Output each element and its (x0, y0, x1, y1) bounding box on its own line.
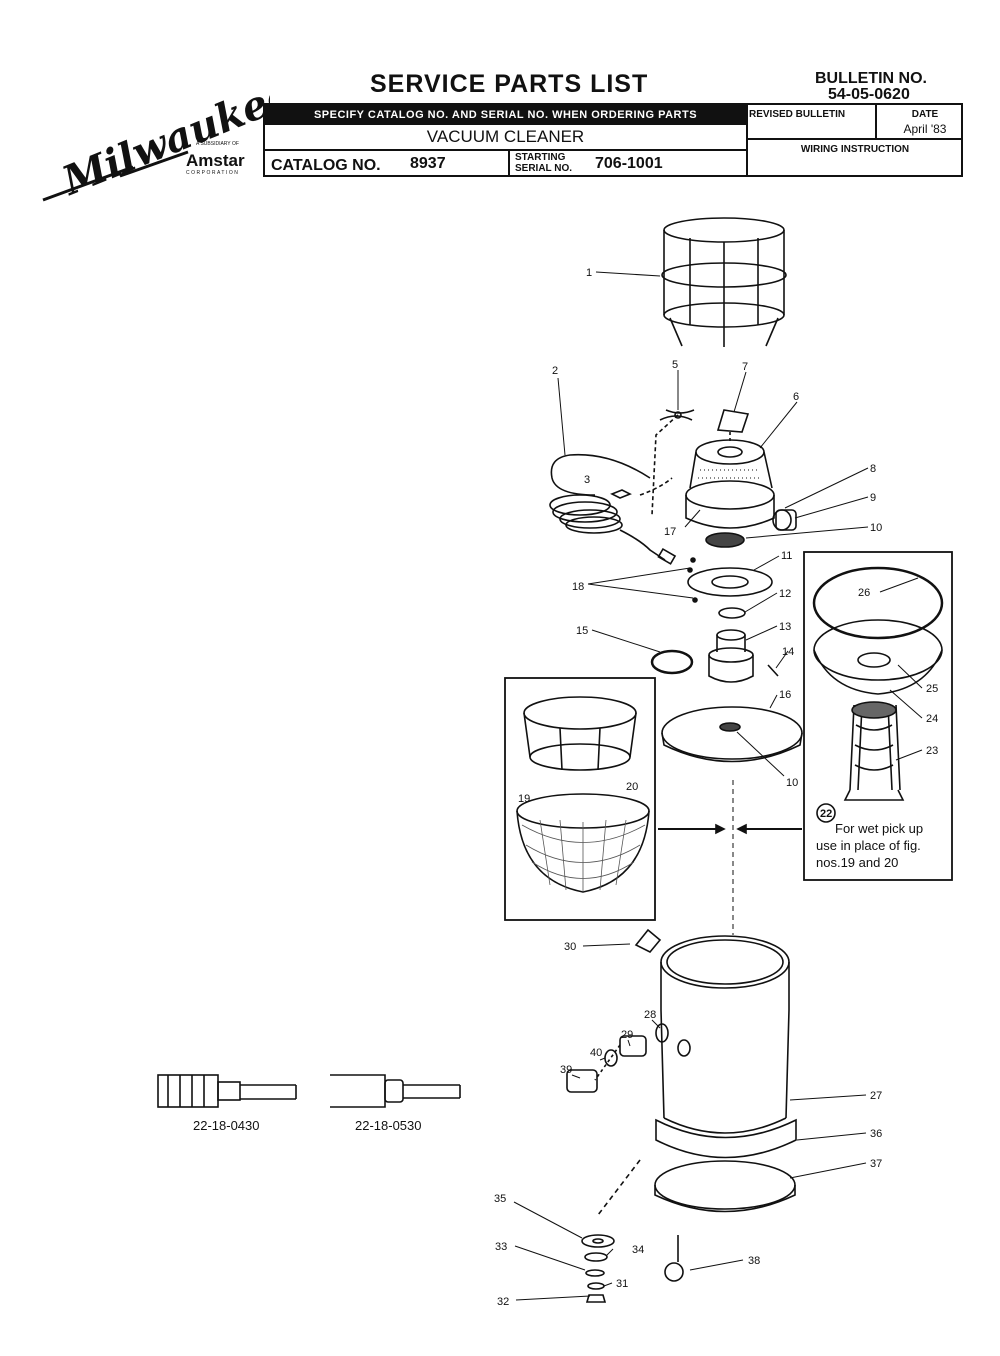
catalog-number: 8937 (410, 155, 446, 172)
motor-screw-part (767, 664, 779, 677)
wire-guard-part (661, 217, 787, 347)
callout: 10 (870, 522, 882, 534)
callout: 23 (926, 745, 938, 757)
tank-lid-part (661, 706, 803, 763)
motor-part (708, 629, 754, 683)
callout: 38 (748, 1255, 760, 1267)
milwaukee-logo: Milwaukee A SUBSIDIARY OF Amstar CORPORA… (42, 72, 270, 205)
screws-part (687, 557, 698, 603)
divider (875, 105, 877, 138)
divider (746, 105, 748, 175)
callout: 1 (586, 267, 592, 279)
callout: 3 (584, 474, 590, 486)
serial-label-serial: SERIAL NO. (515, 163, 573, 174)
note-number: 22 (820, 808, 832, 820)
callout: 40 (590, 1047, 602, 1059)
callout: 5 (672, 359, 678, 371)
filter-disc-part (705, 532, 745, 548)
divider (746, 138, 961, 140)
leader-lines (513, 271, 923, 1301)
catalog-label: CATALOG NO. (271, 157, 381, 174)
date-value: April '83 (903, 122, 947, 136)
callout: 8 (870, 463, 876, 475)
callout: 27 (870, 1090, 882, 1102)
valve-stack-part (581, 1159, 641, 1303)
callout: 18 (572, 581, 584, 593)
gasket-ring-part (650, 649, 694, 675)
accessory-nozzle-2 (330, 1074, 461, 1108)
accessory-part-number: 22-18-0530 (355, 1118, 422, 1133)
callout: 36 (870, 1128, 882, 1140)
callout: 30 (564, 941, 576, 953)
callout: 11 (781, 550, 792, 562)
switch-wiring-part (651, 409, 750, 516)
callout: 26 (858, 587, 870, 599)
callout-labels: 1 2 3 5 7 6 8 9 10 17 11 18 12 13 14 15 … (494, 267, 938, 1308)
callout: 2 (552, 365, 558, 377)
callout: 14 (782, 646, 794, 658)
motor-cover-part (685, 439, 775, 529)
callout: 10 (786, 777, 798, 789)
divider (265, 149, 746, 151)
gasket-plate-part (687, 567, 773, 597)
callout: 31 (616, 1278, 628, 1290)
callout: 39 (560, 1064, 572, 1076)
callout: 29 (621, 1029, 633, 1041)
hose-fitting-part (772, 509, 797, 531)
accessory-nozzle-1 (157, 1074, 297, 1108)
callout: 6 (793, 391, 799, 403)
callout: 28 (644, 1009, 656, 1021)
callout: 19 (518, 793, 530, 805)
bulletin-number: 54-05-0620 (828, 86, 910, 103)
callout: 37 (870, 1158, 882, 1170)
callout: 15 (576, 625, 588, 637)
callout: 33 (495, 1241, 507, 1253)
product-name: VACUUM CLEANER (426, 127, 585, 146)
callout: 32 (497, 1296, 509, 1308)
latch-clip-part (634, 928, 662, 953)
serial-label-starting: STARTING (515, 152, 566, 163)
callout: 9 (870, 492, 876, 504)
base-ring-part (655, 1118, 797, 1159)
callout: 20 (626, 781, 638, 793)
revised-bulletin-label: REVISED BULLETIN (749, 109, 846, 120)
bulletin-label: BULLETIN NO. (815, 70, 927, 87)
accessory-labels: 22-18-0430 22-18-0530 (193, 1118, 422, 1133)
note-line-1: For wet pick up (835, 821, 923, 836)
note-line-2: use in place of fig. (816, 838, 921, 853)
callout: 25 (926, 683, 938, 695)
tank-part (660, 935, 790, 1134)
header-table: SPECIFY CATALOG NO. AND SERIAL NO. WHEN … (263, 103, 963, 177)
callout: 17 (664, 526, 676, 538)
divider (508, 149, 510, 175)
svg-text:CORPORATION: CORPORATION (186, 170, 239, 176)
caster-part (664, 1235, 684, 1282)
accessory-part-number: 22-18-0430 (193, 1118, 260, 1133)
serial-number: 706-1001 (595, 155, 663, 172)
dry-pickup-inset (504, 677, 656, 921)
callout: 7 (742, 361, 748, 373)
note-line-3: nos.19 and 20 (816, 855, 898, 870)
date-label: DATE (911, 109, 939, 120)
wet-pickup-note: 22 For wet pick up use in place of fig. … (816, 808, 923, 870)
wet-pickup-inset (803, 551, 953, 881)
power-cord-part (549, 453, 677, 565)
page-title: SERVICE PARTS LIST (370, 70, 649, 98)
callout: 35 (494, 1193, 506, 1205)
ordering-note: SPECIFY CATALOG NO. AND SERIAL NO. WHEN … (265, 105, 746, 125)
drain-fitting-part (566, 1023, 669, 1093)
svg-text:A SUBSIDIARY OF: A SUBSIDIARY OF (196, 141, 239, 147)
svg-text:Amstar: Amstar (186, 151, 245, 170)
dolly-part (654, 1160, 796, 1213)
callout: 13 (779, 621, 791, 633)
callout: 16 (779, 689, 791, 701)
callout: 34 (632, 1244, 644, 1256)
callout: 12 (779, 588, 791, 600)
inset-pointer-arrows (658, 823, 802, 835)
wiring-instruction-label: WIRING INSTRUCTION (800, 144, 910, 155)
callout: 24 (926, 713, 938, 725)
o-ring-part (718, 607, 746, 619)
